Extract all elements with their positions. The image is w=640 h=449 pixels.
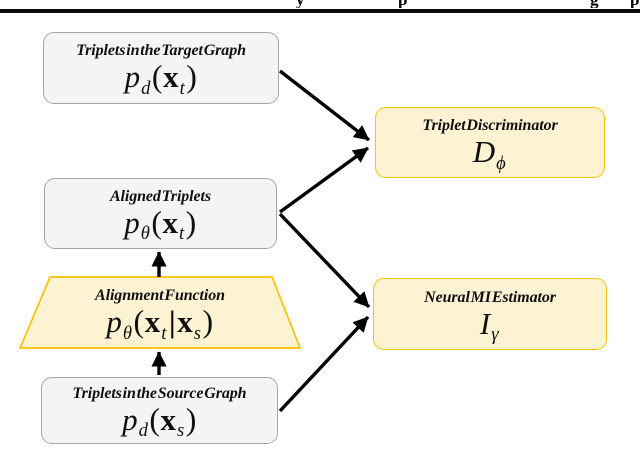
node-formula: pθ(xt|xs) — [106, 304, 214, 344]
node-title: Alignment Function — [95, 287, 225, 305]
header-rule — [0, 9, 640, 13]
node-formula: pd(xs) — [122, 401, 197, 442]
alignment-function-trapezoid — [18, 276, 302, 349]
node-neural-mi-estimator: Neural MI Estimator Iγ — [373, 278, 607, 350]
running-title-fragments: y p g p — [0, 0, 640, 8]
node-title: Triplets in the Target Graph — [76, 42, 246, 60]
node-formula: pθ(xt) — [124, 204, 197, 245]
node-triplets-source-graph: Triplets in the Source Graph pd(xs) — [41, 377, 278, 444]
edge-aligned-to-discriminator — [279, 146, 369, 214]
edge-target-to-discriminator — [278, 69, 371, 142]
node-title: Triplet Discriminator — [422, 117, 558, 134]
node-alignment-function: Alignment Function pθ(xt|xs) — [30, 281, 290, 345]
node-title: Aligned Triplets — [109, 187, 212, 205]
running-title-fragment: y — [296, 0, 305, 8]
running-title-fragment: p — [630, 0, 639, 8]
edge-aligned-to-mi — [278, 212, 371, 309]
running-title-fragment: g — [590, 0, 599, 8]
node-triplets-target-graph: Triplets in the Target Graph pd(xt) — [43, 32, 279, 104]
node-title: Triplets in the Source Graph — [72, 384, 247, 402]
node-triplet-discriminator: Triplet Discriminator Dϕ — [375, 107, 605, 178]
node-title: Neural MI Estimator — [424, 288, 556, 306]
node-formula: Iγ — [479, 305, 500, 346]
node-formula: pd(xt) — [124, 59, 198, 99]
node-aligned-triplets: Aligned Triplets pθ(xt) — [44, 178, 277, 249]
edge-source-to-mi — [278, 315, 370, 413]
running-title-fragment: p — [398, 0, 407, 8]
node-formula: Dϕ — [472, 134, 507, 174]
